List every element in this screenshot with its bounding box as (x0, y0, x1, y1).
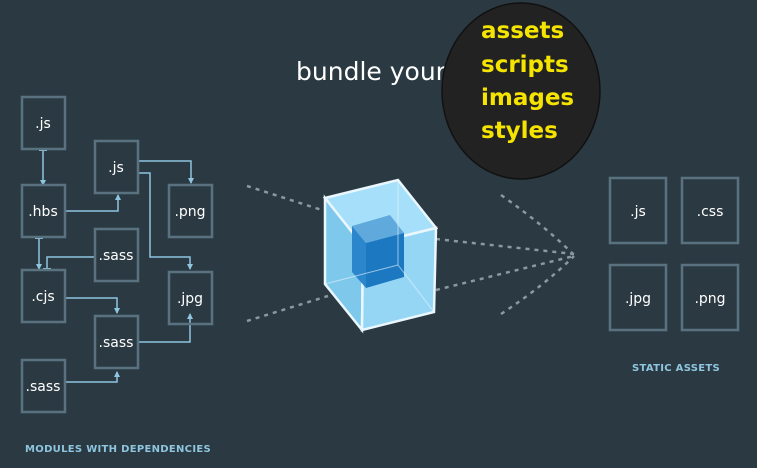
connector-cjs-sass2 (65, 297, 120, 314)
module-label: .hbs (28, 204, 58, 220)
module-label: .sass (26, 379, 61, 395)
connector-js-png (138, 160, 194, 184)
static-asset-label: .js (630, 204, 646, 220)
connector-sass-jpg (138, 313, 193, 343)
static-box-png (680, 263, 740, 332)
module-box-sass-low (93, 314, 140, 370)
module-label: .sass (99, 335, 134, 351)
static-asset-label: .png (694, 291, 725, 307)
modules-caption: MODULES WITH DEPENDENCIES (25, 444, 211, 455)
module-box-cjs (20, 268, 67, 324)
module-labels: .js .hbs .cjs .sass .js .sass .sass .png… (26, 116, 206, 395)
bubble-word: images (481, 85, 574, 111)
bubble-word: scripts (481, 52, 569, 78)
static-box-jpg (608, 263, 668, 332)
module-box-sass-mid (93, 227, 140, 283)
input-flow-lines (246, 184, 329, 323)
bubble-word: assets (481, 18, 564, 44)
static-box-css (680, 176, 740, 245)
module-label: .png (174, 204, 205, 220)
headline-text: bundle your (296, 57, 447, 86)
module-box-js (20, 95, 67, 151)
module-box-png (167, 183, 214, 239)
bubble-word: styles (481, 118, 558, 144)
static-box-js (608, 176, 668, 245)
module-label: .cjs (31, 289, 54, 305)
bubble-shape (441, 2, 601, 180)
static-asset-label: .css (697, 204, 724, 220)
static-caption: STATIC ASSETS (632, 363, 720, 374)
module-boxes (20, 95, 214, 414)
dependency-connectors (35, 149, 194, 383)
connector-cjs-sass (43, 256, 94, 270)
module-label: .js (108, 160, 124, 176)
module-label: .jpg (177, 291, 203, 307)
module-label: .js (35, 116, 51, 132)
output-flow-lines (435, 193, 575, 316)
static-asset-label: .jpg (625, 291, 651, 307)
module-box-js-2 (93, 139, 140, 195)
module-box-hbs (20, 183, 67, 239)
module-label: .sass (99, 248, 134, 264)
module-box-sass-bottom (20, 358, 67, 414)
connector-hbs-js (65, 194, 121, 212)
module-box-jpg (167, 270, 214, 326)
static-asset-boxes (608, 176, 740, 332)
webpack-cube-icon (322, 178, 439, 334)
asset-types-bubble: assets scripts images styles (441, 2, 601, 180)
static-asset-labels: .js .css .jpg .png (625, 204, 726, 307)
connector-sass-sass (65, 371, 120, 383)
connector-js-jpg (138, 172, 193, 270)
